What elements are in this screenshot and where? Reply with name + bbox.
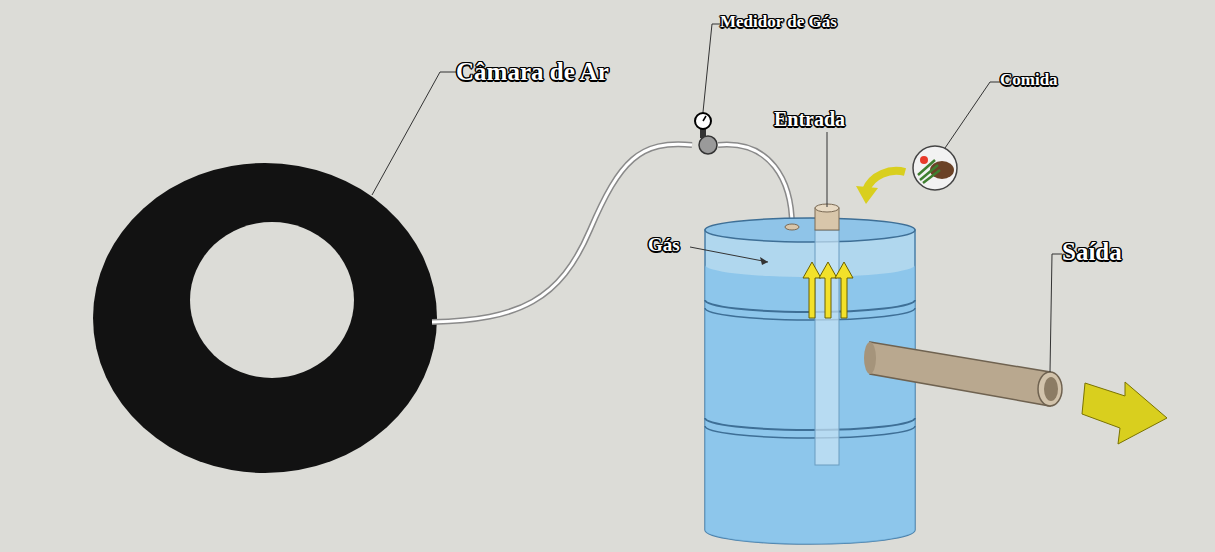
gas-arrow <box>835 262 853 318</box>
hose-outline <box>432 144 692 322</box>
gauge-needle <box>703 116 706 121</box>
gas-meter <box>695 113 717 154</box>
food-tomato <box>920 156 928 164</box>
hose-outline <box>718 145 792 226</box>
air-chamber-tire <box>93 163 437 473</box>
outlet-pipe <box>864 342 1062 406</box>
leader-lines <box>372 24 1062 372</box>
gas-arrow <box>803 262 821 318</box>
outlet-pipe-body <box>870 342 1050 406</box>
outlet-arrow <box>1082 382 1167 444</box>
part-label: Saída <box>1062 238 1122 266</box>
leader-line <box>827 132 828 207</box>
barrel-rib <box>705 418 915 430</box>
outlet-pipe-mouth <box>1038 372 1062 406</box>
leader-line <box>945 82 1000 148</box>
food-arrow-head <box>856 186 878 204</box>
part-label: Gás <box>648 234 680 256</box>
outlet-pipe-hole <box>1044 377 1058 401</box>
hose-fitting <box>785 224 799 230</box>
barrel-rib <box>705 426 915 438</box>
barrel-body <box>705 230 915 544</box>
part-label: Medidor de Gás <box>720 12 837 32</box>
leader-line <box>1050 254 1062 372</box>
inlet-inner-pipe <box>815 230 839 465</box>
plate <box>913 146 957 190</box>
leader-line <box>690 247 768 262</box>
food-arrow <box>866 171 905 190</box>
gas-arrows <box>803 262 853 318</box>
gas-arrow <box>819 262 837 318</box>
hose <box>432 144 692 322</box>
tire-outer <box>93 163 437 473</box>
tire-hole <box>190 222 354 378</box>
gauge-body <box>699 136 717 154</box>
part-label: Câmara de Ar <box>456 58 609 86</box>
leader-line <box>703 24 720 112</box>
leader-arrow <box>760 257 768 265</box>
barrel-lid <box>705 218 915 242</box>
part-label: Entrada <box>774 108 845 131</box>
gauge-dial <box>695 113 711 129</box>
leader-line <box>372 72 456 195</box>
part-label: Comida <box>1000 70 1058 90</box>
hose <box>718 145 792 226</box>
food-greens <box>918 160 940 183</box>
food-plate <box>913 146 957 190</box>
outlet-pipe-start <box>864 342 876 374</box>
